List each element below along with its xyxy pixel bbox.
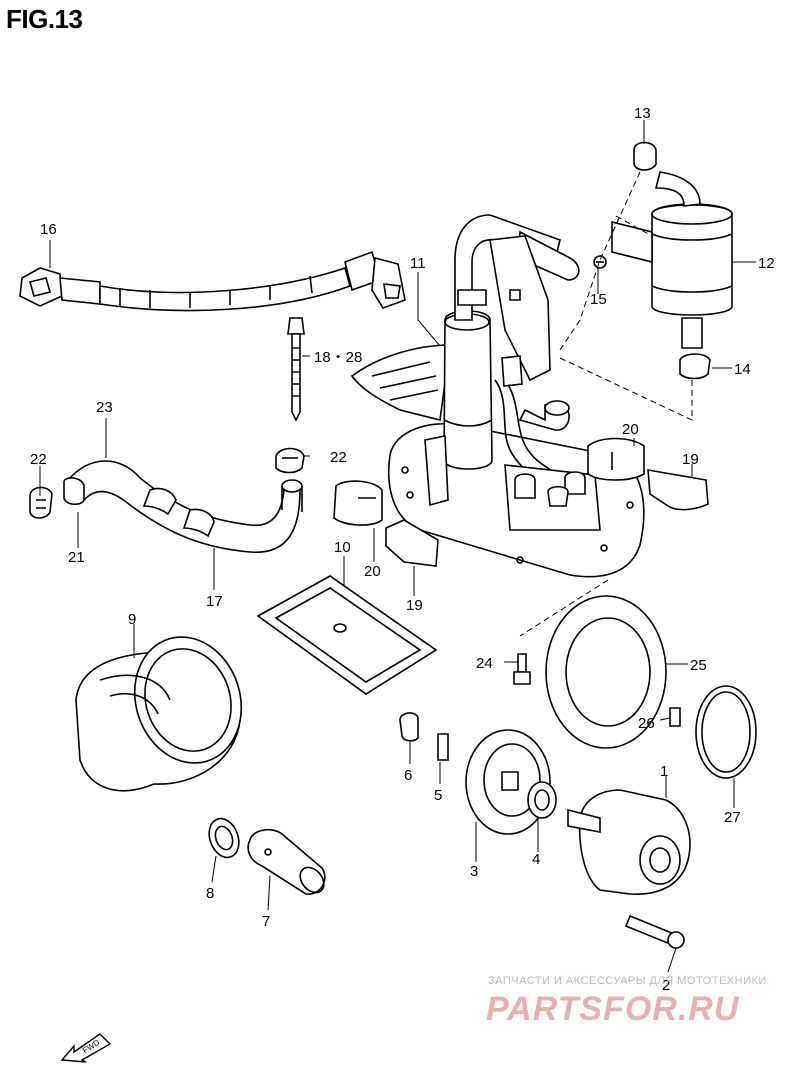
part-number-labels: 16 11 18・28 23 22 22 21 17 10 20 19 13 1… bbox=[30, 105, 775, 994]
fitting-part-7[interactable] bbox=[247, 828, 328, 897]
label-6: 6 bbox=[404, 767, 412, 784]
label-26: 26 bbox=[638, 715, 655, 732]
pin-part-26[interactable] bbox=[669, 707, 681, 727]
label-24: 24 bbox=[476, 655, 493, 672]
label-23: 23 bbox=[96, 399, 113, 416]
fuel-pump-assembly-part-11[interactable] bbox=[350, 214, 645, 578]
label-21: 21 bbox=[68, 549, 85, 566]
leader-lines bbox=[39, 120, 756, 973]
hose-clamp-part-21[interactable] bbox=[29, 486, 53, 519]
label-8: 8 bbox=[206, 885, 214, 902]
pin-part-5[interactable] bbox=[437, 733, 449, 761]
label-27: 27 bbox=[724, 809, 741, 826]
label-15: 15 bbox=[590, 291, 607, 308]
screw-part-15[interactable] bbox=[593, 255, 607, 269]
washer-part-4[interactable] bbox=[527, 781, 557, 819]
label-7: 7 bbox=[262, 913, 270, 930]
label-5: 5 bbox=[434, 787, 442, 804]
clamp-part-14[interactable] bbox=[679, 353, 711, 380]
fuel-hose-part-17-23[interactable] bbox=[63, 460, 303, 553]
cushion-part-19-upper[interactable] bbox=[647, 469, 709, 511]
label-14: 14 bbox=[734, 361, 751, 378]
label-19-upper: 19 bbox=[682, 451, 699, 468]
label-22-left: 22 bbox=[30, 451, 47, 468]
label-20-lower: 20 bbox=[364, 563, 381, 580]
label-19-lower: 19 bbox=[406, 597, 423, 614]
gear-part-3[interactable] bbox=[465, 729, 551, 835]
label-20-upper: 20 bbox=[622, 421, 639, 438]
cushion-part-20-lower[interactable] bbox=[333, 480, 383, 526]
label-9: 9 bbox=[128, 611, 136, 628]
label-18-28: 18・28 bbox=[314, 349, 362, 366]
cable-tie-part-18-28[interactable] bbox=[287, 317, 305, 422]
fuel-filter-part-12[interactable] bbox=[611, 171, 733, 349]
label-13: 13 bbox=[634, 105, 651, 122]
figure-title: FIG.13 bbox=[6, 4, 83, 34]
label-22-right: 22 bbox=[330, 449, 347, 466]
oil-filter-part-9[interactable] bbox=[75, 623, 257, 792]
fwd-arrow-marker: FWD bbox=[60, 1030, 112, 1069]
label-3: 3 bbox=[470, 863, 478, 880]
ring-gear-part-25[interactable] bbox=[545, 595, 667, 749]
washer-part-8[interactable] bbox=[204, 814, 244, 861]
watermark-caption: ЗАПЧАСТИ И АКСЕССУАРЫ ДЛЯ МОТОТЕХНИКИ bbox=[488, 975, 767, 987]
gasket-part-10[interactable] bbox=[256, 575, 438, 695]
label-16: 16 bbox=[40, 221, 57, 238]
bolt-part-2[interactable] bbox=[624, 914, 685, 949]
cushion-part-20-upper[interactable] bbox=[587, 437, 645, 481]
label-11: 11 bbox=[410, 255, 426, 272]
oil-pump-part-1[interactable] bbox=[567, 789, 691, 895]
label-12: 12 bbox=[758, 255, 775, 272]
label-10: 10 bbox=[334, 539, 351, 556]
clip-part-6[interactable] bbox=[399, 712, 419, 742]
bolt-part-24[interactable] bbox=[513, 653, 531, 685]
cushion-part-19-lower[interactable] bbox=[385, 519, 439, 567]
watermark-logo: PARTSFOR.RU bbox=[486, 990, 740, 1028]
wiring-harness-part-16[interactable] bbox=[19, 250, 406, 312]
circlip-part-27[interactable] bbox=[695, 685, 757, 779]
hose-clamp-part-22[interactable] bbox=[275, 447, 305, 474]
label-4: 4 bbox=[532, 851, 540, 868]
label-1: 1 bbox=[660, 763, 668, 780]
label-17: 17 bbox=[206, 593, 223, 610]
clamp-part-13[interactable] bbox=[633, 141, 657, 171]
label-25: 25 bbox=[690, 657, 707, 674]
label-2: 2 bbox=[662, 977, 670, 994]
